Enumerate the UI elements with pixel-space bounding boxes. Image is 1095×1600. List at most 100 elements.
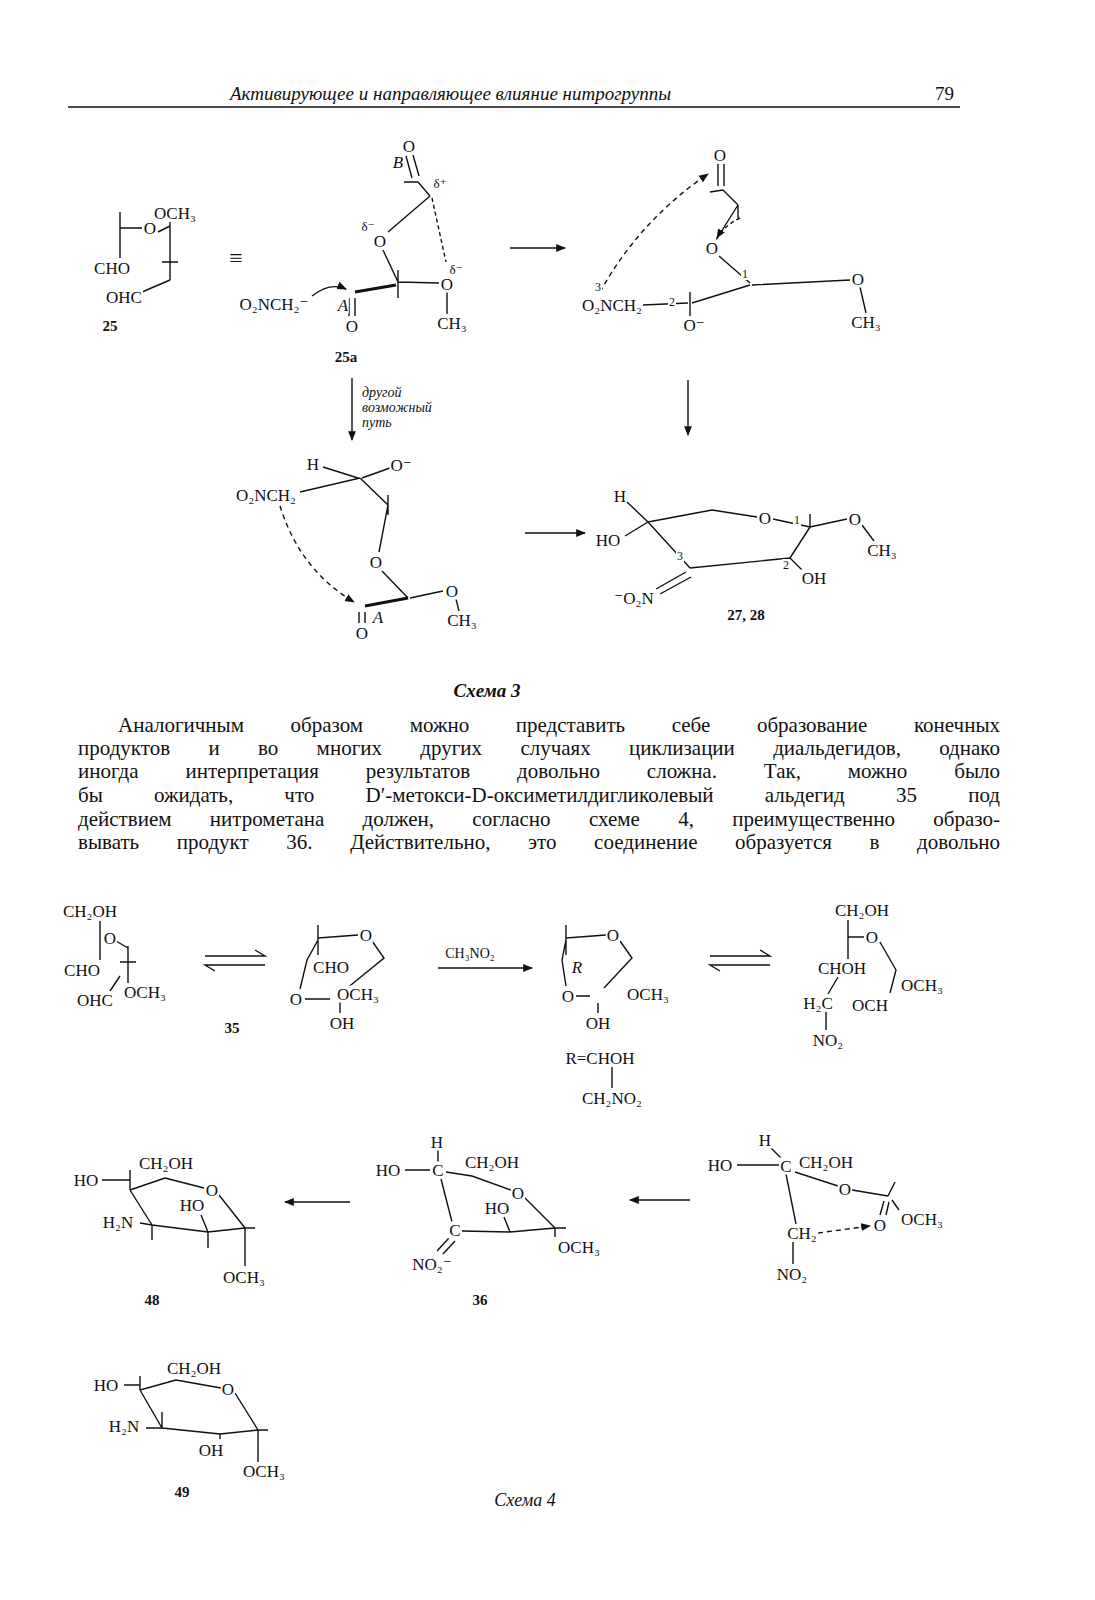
atom-label: NO₂⁻ bbox=[411, 1256, 452, 1273]
atom-label: O bbox=[345, 318, 359, 335]
atom-label: OHC bbox=[105, 289, 143, 306]
atom-label: CH₂OH bbox=[138, 1155, 194, 1172]
atom-label: OCH₃ bbox=[336, 986, 380, 1003]
atom-label: NO₂ bbox=[776, 1266, 808, 1283]
partial-charge: δ⁻ bbox=[449, 263, 464, 276]
reaction-arrow bbox=[510, 247, 565, 248]
atom-label: O bbox=[402, 138, 416, 155]
atom-label: H bbox=[430, 1134, 444, 1151]
atom-locant: 1 bbox=[793, 514, 801, 526]
atom-label: R=CHOH bbox=[564, 1050, 635, 1067]
atom-label: O bbox=[851, 271, 865, 288]
header-rule bbox=[68, 106, 960, 107]
atom-label: O bbox=[758, 510, 772, 527]
reaction-arrow bbox=[438, 967, 532, 968]
atom-label: B bbox=[392, 154, 404, 171]
atom-label: CH₃ bbox=[850, 314, 882, 331]
atom-label: O₂NCH₂ bbox=[235, 487, 297, 504]
atom-label: O bbox=[705, 240, 719, 257]
atom-label: CH₃ bbox=[866, 542, 898, 559]
atom-label: CH₂ bbox=[786, 1225, 818, 1242]
electron-arrow bbox=[717, 218, 740, 238]
reaction-arrow bbox=[525, 532, 585, 533]
structure-49 bbox=[124, 1376, 268, 1462]
body-text: иногда интерпретация результатов довольн… bbox=[78, 760, 1000, 784]
equilibrium-arrow bbox=[710, 950, 770, 971]
atom-label: O bbox=[606, 927, 620, 944]
atom-label: O bbox=[713, 147, 727, 164]
atom-label: OH bbox=[329, 1015, 356, 1032]
wedge-bond bbox=[365, 598, 408, 606]
atom-label: H₂N bbox=[102, 1214, 134, 1231]
structure-36 bbox=[405, 1150, 566, 1254]
partial-charge: δ⁻ bbox=[361, 220, 376, 233]
atom-label: O bbox=[289, 991, 303, 1008]
atom-label: CH₂OH bbox=[166, 1360, 222, 1377]
atom-label: HO bbox=[484, 1200, 511, 1217]
atom-label: O bbox=[103, 930, 117, 947]
atom-label: O bbox=[511, 1185, 525, 1202]
compound-number: 27, 28 bbox=[726, 608, 766, 623]
atom-label: A bbox=[337, 297, 349, 314]
reaction-arrow bbox=[285, 1201, 350, 1202]
atom-label: HO bbox=[375, 1162, 402, 1179]
atom-label: O bbox=[440, 276, 454, 293]
partial-bond bbox=[432, 198, 446, 262]
atom-label: HO bbox=[707, 1157, 734, 1174]
atom-label: CHOH bbox=[817, 960, 867, 977]
atom-label: O bbox=[355, 625, 369, 642]
atom-label: O bbox=[848, 511, 862, 528]
atom-label: O⁻ bbox=[389, 457, 412, 474]
atom-label: OCH₃ bbox=[900, 977, 944, 994]
reaction-arrow bbox=[630, 1199, 690, 1200]
partial-charge: δ⁺ bbox=[433, 177, 448, 190]
atom-label: ⁻O₂N bbox=[613, 590, 654, 607]
atom-label: OHC bbox=[76, 992, 114, 1009]
attack-arrow bbox=[600, 174, 708, 292]
body-text: бы ожидать, что D′-метокси-D-оксиметилди… bbox=[78, 784, 1000, 808]
atom-label: H₂C bbox=[802, 995, 834, 1012]
body-text: действием нитрометана должен, согласно с… bbox=[78, 808, 1000, 832]
running-head: Активирующее и направляющее влияние нитр… bbox=[230, 84, 671, 103]
atom-label: HO bbox=[73, 1172, 100, 1189]
compound-number: 36 bbox=[472, 1293, 489, 1308]
atom-label: HO bbox=[179, 1197, 206, 1214]
atom-label: OCH₃ bbox=[153, 205, 197, 222]
atom-label: CHO bbox=[312, 959, 350, 976]
atom-locant: 1 bbox=[741, 268, 749, 280]
atom-label: NO₂ bbox=[812, 1032, 844, 1049]
atom-label: OH bbox=[801, 570, 828, 587]
atom-label: O bbox=[873, 1217, 887, 1234]
atom-label: OH bbox=[198, 1442, 225, 1459]
compound-number: 49 bbox=[174, 1485, 191, 1500]
atom-label: CHO bbox=[63, 962, 101, 979]
reaction-arrow bbox=[351, 378, 352, 440]
attack-arrow bbox=[280, 506, 354, 602]
equilibrium-arrow bbox=[205, 950, 265, 971]
atom-label: O⁻ bbox=[682, 317, 705, 334]
atom-label: O bbox=[205, 1182, 219, 1199]
equivalence-sign: ≡ bbox=[228, 246, 244, 270]
atom-label: O bbox=[359, 927, 373, 944]
compound-number: 35 bbox=[224, 1021, 241, 1036]
atom-label: O bbox=[143, 220, 157, 237]
atom-label: CH₃ bbox=[446, 612, 478, 629]
page-number: 79 bbox=[935, 84, 954, 103]
structure-35 bbox=[100, 921, 136, 991]
atom-label: CH₂OH bbox=[62, 903, 118, 920]
structure-25 bbox=[120, 212, 178, 292]
structure-27-28 bbox=[625, 502, 874, 594]
atom-label: OCH₃ bbox=[557, 1239, 601, 1256]
compound-number: 25a bbox=[334, 350, 359, 365]
atom-label: O bbox=[445, 583, 459, 600]
atom-label: C bbox=[431, 1162, 444, 1179]
atom-locant: 3 bbox=[676, 550, 684, 562]
precursor-structure bbox=[737, 1148, 899, 1264]
atom-label: OCH₃ bbox=[900, 1211, 944, 1228]
atom-label: O bbox=[838, 1181, 852, 1198]
atom-label: OCH₃ bbox=[626, 986, 670, 1003]
atom-label: OCH₃ bbox=[222, 1269, 266, 1286]
atom-label: HO bbox=[93, 1377, 120, 1394]
atom-label: H bbox=[758, 1132, 772, 1149]
body-text: Аналогичным образом можно представить се… bbox=[118, 714, 1000, 738]
